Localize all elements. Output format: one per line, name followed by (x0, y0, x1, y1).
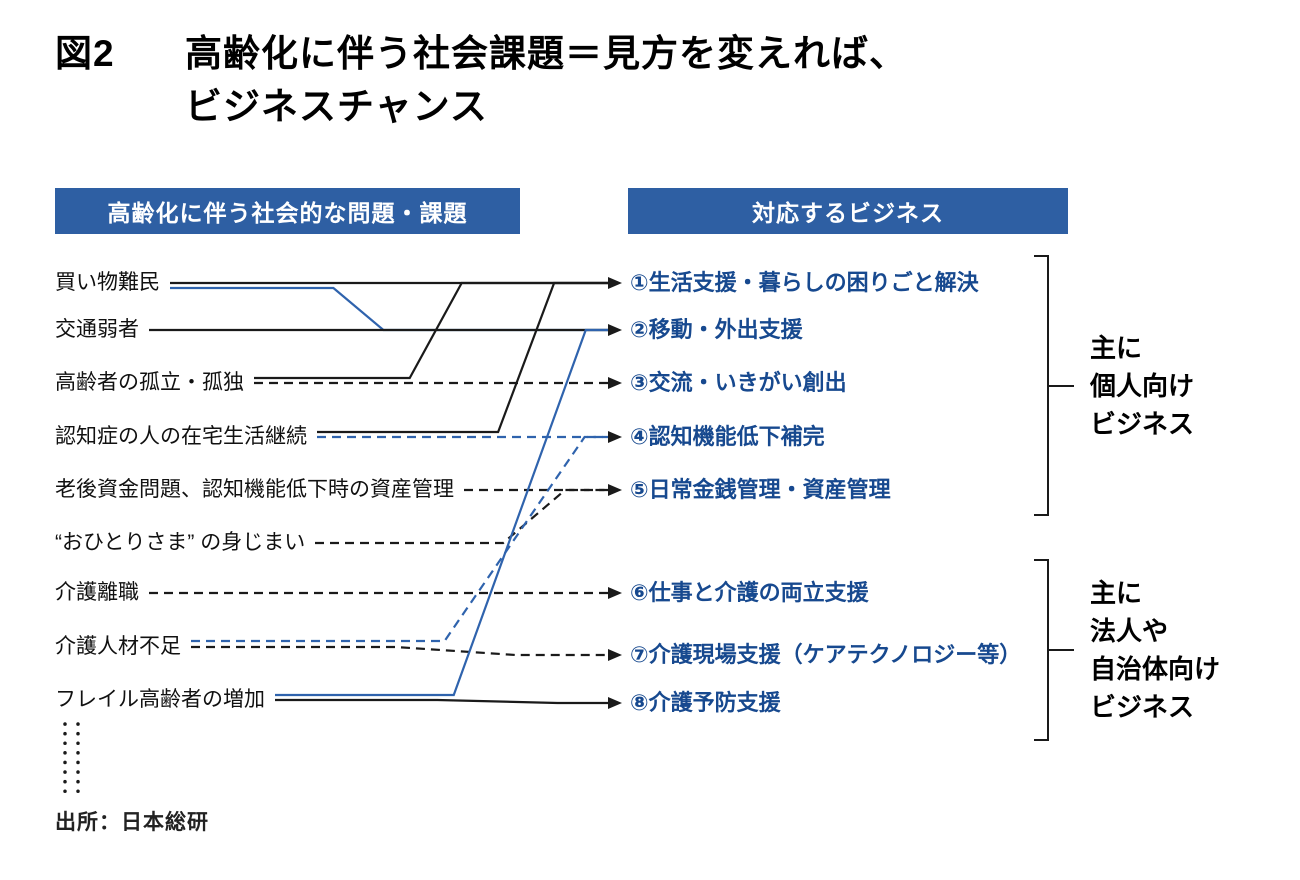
business-item: ⑧介護予防支援 (630, 690, 781, 715)
problem-item: 介護人材不足 (55, 635, 181, 658)
arrow-icon (608, 431, 622, 443)
businesses-column-header: 対応するビジネス (628, 188, 1068, 234)
business-item: ①生活支援・暮らしの困りごと解決 (630, 270, 979, 295)
business-item: ④認知機能低下補完 (630, 424, 825, 449)
arrow-icon (608, 649, 622, 661)
group-label: 主に法人や自治体向けビジネス (1090, 574, 1220, 726)
figure-title-line2: ビジネスチャンス (185, 85, 488, 127)
business-item: ⑦介護現場支援（ケアテクノロジー等） (630, 642, 1022, 667)
group-label-line: 自治体向け (1090, 654, 1221, 684)
connection-line (275, 328, 608, 697)
figure-title: 図2 高齢化に伴う社会課題＝見方を変えれば、 ビジネスチャンス (55, 28, 907, 133)
group-label-line: ビジネス (1090, 692, 1195, 722)
figure-title-text: 高齢化に伴う社会課題＝見方を変えれば、 ビジネスチャンス (185, 28, 907, 133)
group-label-line: 主に (1090, 578, 1143, 608)
arrow-icon (608, 324, 622, 336)
problem-item: 認知症の人の在宅生活継続 (55, 425, 307, 448)
problems-column-header: 高齢化に伴う社会的な問題・課題 (55, 188, 520, 234)
problem-item: 老後資金問題、認知機能低下時の資産管理 (55, 478, 454, 501)
group-label-line: ビジネス (1090, 409, 1195, 439)
business-item: ②移動・外出支援 (630, 317, 803, 342)
source-note: 出所：日本総研 (55, 811, 209, 834)
arrow-icon (608, 697, 622, 709)
connection-line (170, 286, 608, 332)
problem-item: フレイル高齢者の増加 (55, 688, 265, 711)
connection-line (254, 281, 608, 380)
business-item: ⑤日常金銭管理・資産管理 (630, 477, 891, 502)
group-bracket (1034, 559, 1074, 741)
arrow-icon (608, 484, 622, 496)
group-label-line: 主に (1090, 333, 1143, 363)
problem-item: 高齢者の孤立・孤独 (55, 371, 244, 394)
group-label: 主に個人向けビジネス (1090, 329, 1194, 443)
arrow-icon (608, 377, 622, 389)
figure-number: 図2 (55, 33, 115, 74)
problem-item: “おひとりさま” の身じまい (55, 531, 306, 554)
problem-item: 買い物難民 (55, 271, 160, 294)
business-item: ⑥仕事と介護の両立支援 (630, 580, 869, 605)
arrow-icon (608, 587, 622, 599)
group-bracket (1034, 255, 1074, 516)
problem-item: 交通弱者 (55, 318, 139, 341)
group-label-line: 法人や (1090, 616, 1169, 646)
connection-line (317, 281, 608, 434)
arrow-icon (608, 277, 622, 289)
connection-line (191, 645, 608, 657)
business-item: ③交流・いきがい創出 (630, 370, 847, 395)
problem-item: 介護離職 (55, 581, 139, 604)
connection-line (275, 698, 608, 705)
figure-title-line1: 高齢化に伴う社会課題＝見方を変えれば、 (185, 33, 907, 74)
group-label-line: 個人向け (1090, 371, 1195, 401)
